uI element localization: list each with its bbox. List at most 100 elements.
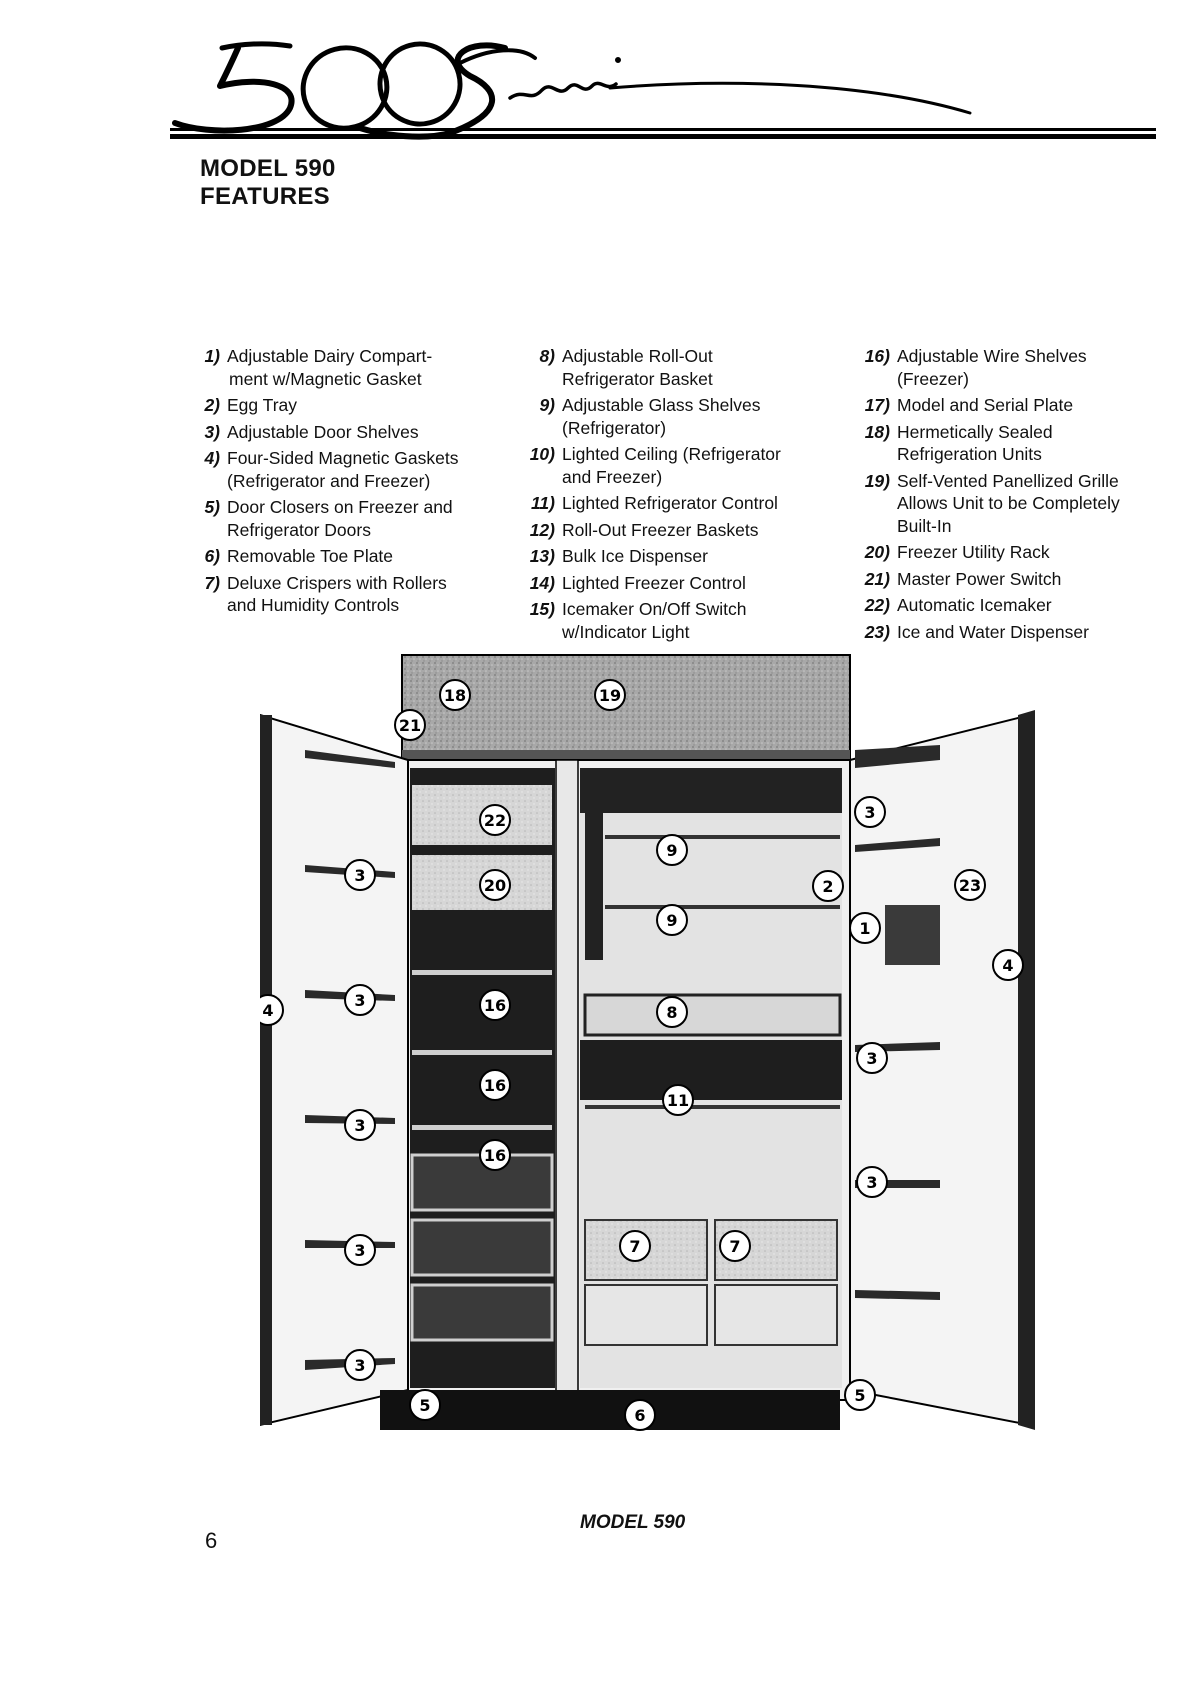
svg-text:3: 3	[354, 1356, 365, 1375]
callout-18: 18	[439, 679, 471, 711]
feature-number: 16)	[864, 346, 890, 366]
callout-20: 20	[479, 869, 511, 901]
callout-9: 9	[656, 834, 688, 866]
feature-text: Refrigerator Basket	[562, 368, 713, 389]
feature-text: Icemaker On/Off Switch	[562, 599, 747, 619]
feature-number: 4)	[204, 448, 220, 468]
feature-text: Lighted Refrigerator Control	[562, 493, 778, 513]
feature-number: 17)	[864, 395, 890, 415]
feature-text: (Refrigerator)	[562, 417, 667, 438]
freezer-door	[260, 713, 409, 1427]
callout-3: 3	[344, 859, 376, 891]
freezer-shelf	[412, 1050, 552, 1055]
feature-column-1: 1) Adjustable Dairy Compart-ment w/Magnet…	[200, 345, 500, 621]
feature-text: Door Closers on Freezer and	[227, 497, 453, 517]
feature-text: Freezer Utility Rack	[897, 542, 1050, 562]
feature-number: 21)	[864, 568, 890, 589]
feature-number: 13)	[529, 546, 555, 566]
feature-number: 10)	[529, 444, 555, 464]
feature-text: Adjustable Roll-Out	[562, 346, 713, 366]
callout-3: 3	[344, 1349, 376, 1381]
feature-text: Hermetically Sealed	[897, 421, 1053, 442]
refrigerator-control-bar	[585, 775, 603, 960]
page-title-features: FEATURES	[200, 183, 330, 210]
freezer-door-edge	[260, 715, 272, 1425]
svg-text:5: 5	[419, 1396, 430, 1415]
feature-text: Adjustable Wire Shelves	[897, 346, 1087, 366]
feature-number: 1)	[204, 346, 220, 366]
feature-item: 16) Adjustable Wire Shelves(Freezer)	[860, 345, 1170, 390]
freezer-shelf	[412, 970, 552, 975]
feature-text: Adjustable Glass Shelves	[562, 395, 761, 415]
refrigerator-door-edge	[1018, 710, 1035, 1430]
callout-6: 6	[624, 1399, 656, 1431]
feature-item: 1) Adjustable Dairy Compart-ment w/Magnet…	[200, 345, 500, 390]
feature-text: Master Power Switch	[897, 568, 1062, 589]
feature-text: Self-Vented Panellized Grille	[897, 470, 1119, 491]
svg-text:3: 3	[354, 1241, 365, 1260]
svg-text:3: 3	[354, 991, 365, 1010]
svg-text:9: 9	[666, 911, 677, 930]
roll-out-basket	[583, 993, 842, 1037]
feature-text: Built-In	[897, 515, 952, 536]
svg-text:18: 18	[444, 686, 466, 705]
svg-text:2: 2	[822, 877, 833, 896]
crisper-drawer	[584, 1284, 708, 1346]
svg-text:3: 3	[866, 1049, 877, 1068]
callout-7: 7	[619, 1230, 651, 1262]
feature-number: 22)	[864, 595, 890, 615]
svg-text:21: 21	[399, 716, 421, 735]
callout-4: 4	[260, 994, 284, 1026]
page-title-model: MODEL 590	[200, 155, 336, 182]
feature-text: Refrigeration Units	[897, 444, 1042, 464]
refrigerator-dark-band	[580, 1040, 842, 1100]
glass-shelf	[605, 835, 840, 839]
svg-text:16: 16	[484, 996, 506, 1015]
feature-number: 19)	[864, 470, 890, 491]
callout-3: 3	[344, 1109, 376, 1141]
glass-shelf	[605, 905, 840, 909]
callout-21: 21	[394, 709, 426, 741]
feature-item: 2)Egg Tray	[200, 394, 500, 417]
feature-text: Lighted Freezer Control	[562, 572, 746, 593]
freezer-basket	[410, 1153, 554, 1212]
feature-item: 23)Ice and Water Dispenser	[860, 621, 1170, 644]
feature-item: 21) Master Power Switch	[860, 568, 1170, 591]
svg-text:6: 6	[634, 1406, 645, 1425]
feature-number: 5)	[204, 497, 220, 517]
feature-text: ment w/Magnetic Gasket	[229, 368, 422, 389]
svg-text:22: 22	[484, 811, 506, 830]
svg-text:3: 3	[864, 803, 875, 822]
feature-text: and Humidity Controls	[227, 595, 400, 615]
refrigerator-diagram: 18 19 21 22 20 3 3 3 3 3 4 16 16 16 9 9 …	[260, 654, 1035, 1431]
feature-item: 13)Bulk Ice Dispenser	[525, 545, 825, 568]
freezer-shelf	[412, 1125, 552, 1130]
callout-3: 3	[854, 796, 886, 828]
freezer-basket	[410, 1218, 554, 1277]
feature-item: 17)Model and Serial Plate	[860, 394, 1170, 417]
svg-text:4: 4	[1002, 956, 1013, 975]
feature-text: Egg Tray	[227, 395, 298, 415]
center-mullion	[555, 759, 579, 1401]
grille-panel-bottom-edge	[402, 750, 850, 760]
feature-text: Adjustable Dairy Compart-	[227, 346, 433, 366]
feature-number: 11)	[531, 493, 555, 513]
feature-number: 3)	[204, 421, 220, 442]
glass-shelf	[585, 1105, 840, 1109]
feature-number: 18)	[864, 421, 890, 442]
feature-text: (Freezer)	[897, 368, 969, 389]
toe-plate	[380, 1390, 840, 1430]
callout-3: 3	[856, 1166, 888, 1198]
callout-11: 11	[662, 1084, 694, 1116]
svg-text:5: 5	[854, 1386, 865, 1405]
svg-text:16: 16	[484, 1146, 506, 1165]
feature-item: 6)Removable Toe Plate	[200, 545, 500, 568]
grille-panel	[401, 654, 851, 761]
feature-text: Automatic Icemaker	[897, 595, 1052, 615]
page-number: 6	[205, 1528, 218, 1553]
svg-text:4: 4	[262, 1001, 273, 1020]
callout-3: 3	[856, 1042, 888, 1074]
